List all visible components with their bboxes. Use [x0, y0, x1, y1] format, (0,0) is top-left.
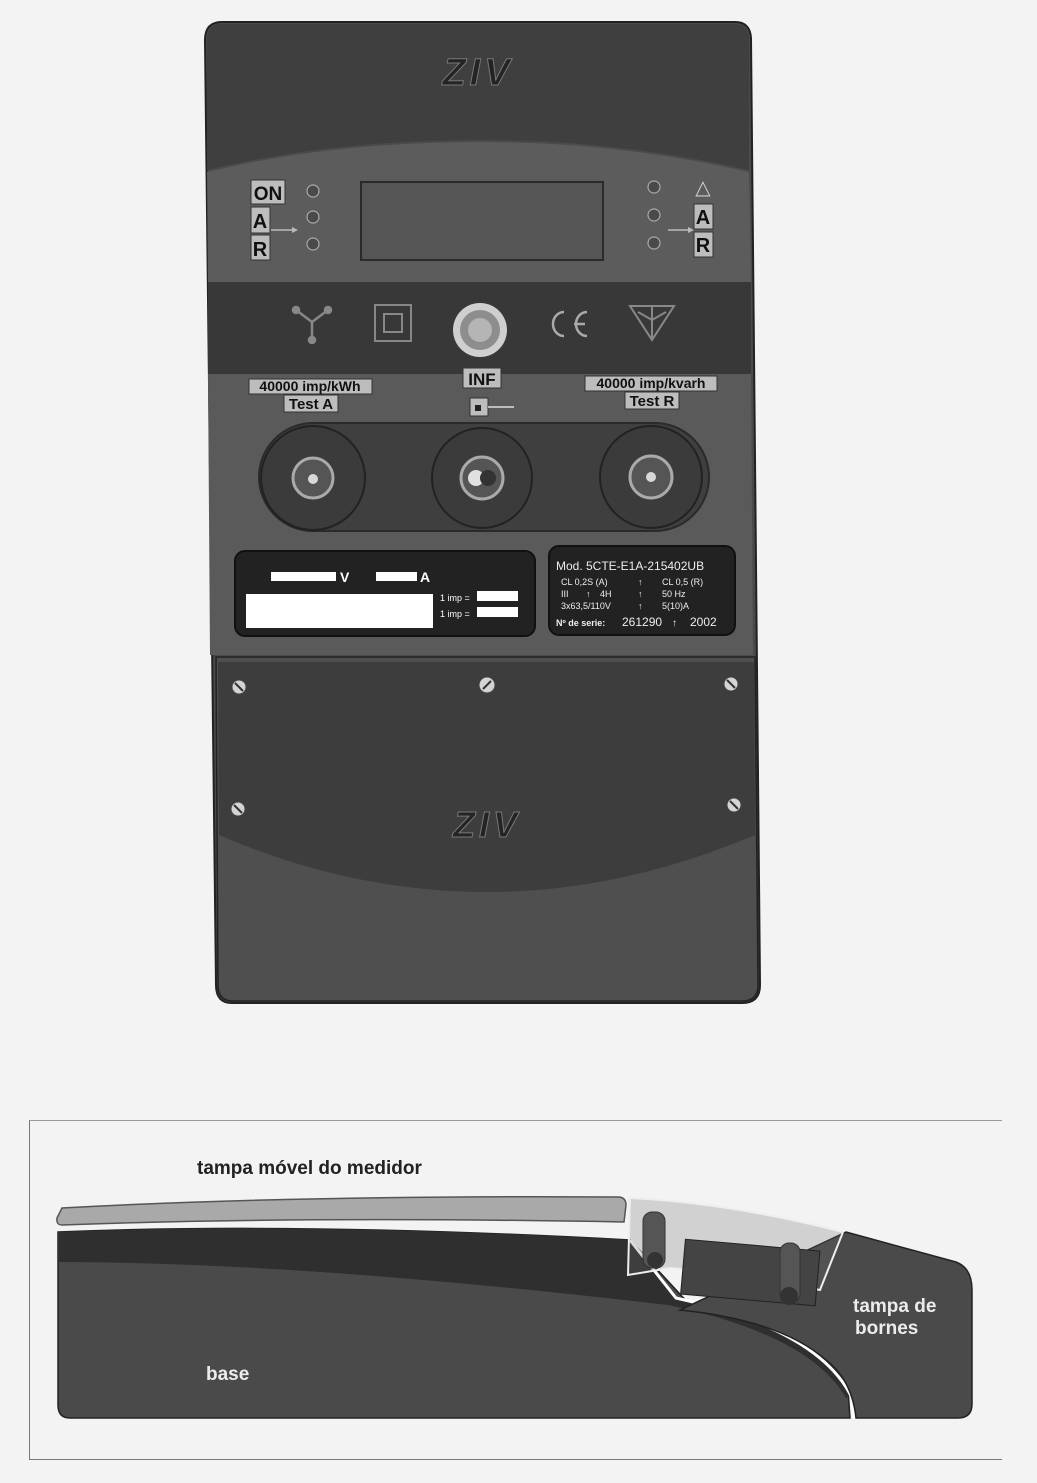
svg-text:↑: ↑ — [586, 589, 591, 599]
test-r-constant: 40000 imp/kvarh — [597, 375, 706, 391]
lcd-display — [360, 181, 604, 261]
brand-logo: ZIV — [441, 52, 513, 94]
inf-label-group: INF — [462, 367, 514, 417]
accuracy-class-reactive: CL 0,5 (R) — [662, 577, 703, 587]
top-cap — [207, 24, 749, 170]
terminal-cover-label-2: bornes — [855, 1318, 918, 1339]
reactive-energy-label-left: R — [253, 239, 268, 261]
wire-config: 4H — [600, 589, 612, 599]
plate-imp-label-2: 1 imp = — [440, 609, 470, 619]
serial-number: 261290 — [622, 615, 662, 629]
base-label: base — [206, 1364, 249, 1385]
right-led-labels: △ A R — [668, 177, 714, 258]
plate-current-unit: A — [420, 569, 430, 585]
rated-voltage: 3x63,5/110V — [561, 601, 611, 611]
movable-cover — [56, 1195, 627, 1226]
on-label: ON — [254, 184, 283, 205]
optical-port-icon — [453, 303, 507, 357]
terminal-cover-label-1: tampa de — [853, 1296, 936, 1317]
manufacture-year: 2002 — [690, 615, 717, 629]
inf-label: INF — [468, 370, 495, 389]
plate-blank-field — [246, 594, 433, 628]
r-led-right — [647, 236, 661, 250]
svg-text:↑: ↑ — [672, 618, 677, 629]
a-led-right — [647, 208, 661, 222]
test-a-label: 40000 imp/kWh Test A — [248, 378, 373, 413]
svg-text:↑: ↑ — [638, 577, 643, 587]
phase-count: III — [561, 589, 569, 599]
cover-label: tampa móvel do medidor — [197, 1158, 422, 1179]
reactive-energy-label-right: R — [696, 235, 711, 257]
svg-text:↑: ↑ — [638, 589, 643, 599]
delta-connection-icon — [628, 305, 676, 342]
right-led-indicators — [647, 180, 661, 250]
rating-plate-right: Mod. 5CTE-E1A-215402UB CL 0,2S (A) ↑ CL … — [548, 545, 736, 636]
svg-text:↑: ↑ — [638, 601, 643, 611]
terminal-pod-right — [599, 425, 703, 529]
cover-screws — [230, 676, 742, 817]
active-energy-label-right: A — [696, 207, 710, 229]
left-led-indicators — [306, 184, 320, 251]
plate-imp-label-1: 1 imp = — [440, 593, 470, 603]
test-a-text: Test A — [289, 396, 333, 413]
a-led-left — [306, 210, 320, 224]
r-led-left — [306, 237, 320, 251]
test-r-label: 40000 imp/kvarh Test R — [584, 375, 718, 410]
ce-mark-icon — [551, 310, 588, 338]
test-a-constant: 40000 imp/kWh — [259, 378, 360, 394]
terminal-pod-left — [260, 425, 366, 531]
double-insulation-icon — [374, 304, 412, 342]
rating-plate-left: V A 1 imp = 1 imp = — [234, 550, 536, 637]
terminal-cover-face — [218, 662, 755, 892]
star-connection-icon — [291, 305, 333, 345]
on-led — [306, 184, 320, 198]
delta-symbol: △ — [695, 177, 711, 199]
active-energy-label-left: A — [253, 211, 267, 233]
rated-current: 5(10)A — [662, 601, 689, 611]
inf-key-icon — [469, 397, 514, 417]
serial-label: Nº de serie: — [556, 618, 605, 628]
left-led-labels: ON A R — [250, 179, 298, 261]
side-view-frame — [29, 1120, 1002, 1460]
terminal-pod-center — [431, 427, 533, 529]
model-number: Mod. 5CTE-E1A-215402UB — [556, 559, 704, 573]
accuracy-class-active: CL 0,2S (A) — [561, 577, 608, 587]
brand-logo-cover: ZIV — [452, 804, 521, 845]
plate-voltage-unit: V — [340, 569, 350, 585]
test-r-text: Test R — [630, 393, 675, 410]
delta-led — [647, 180, 661, 194]
frequency: 50 Hz — [662, 589, 686, 599]
